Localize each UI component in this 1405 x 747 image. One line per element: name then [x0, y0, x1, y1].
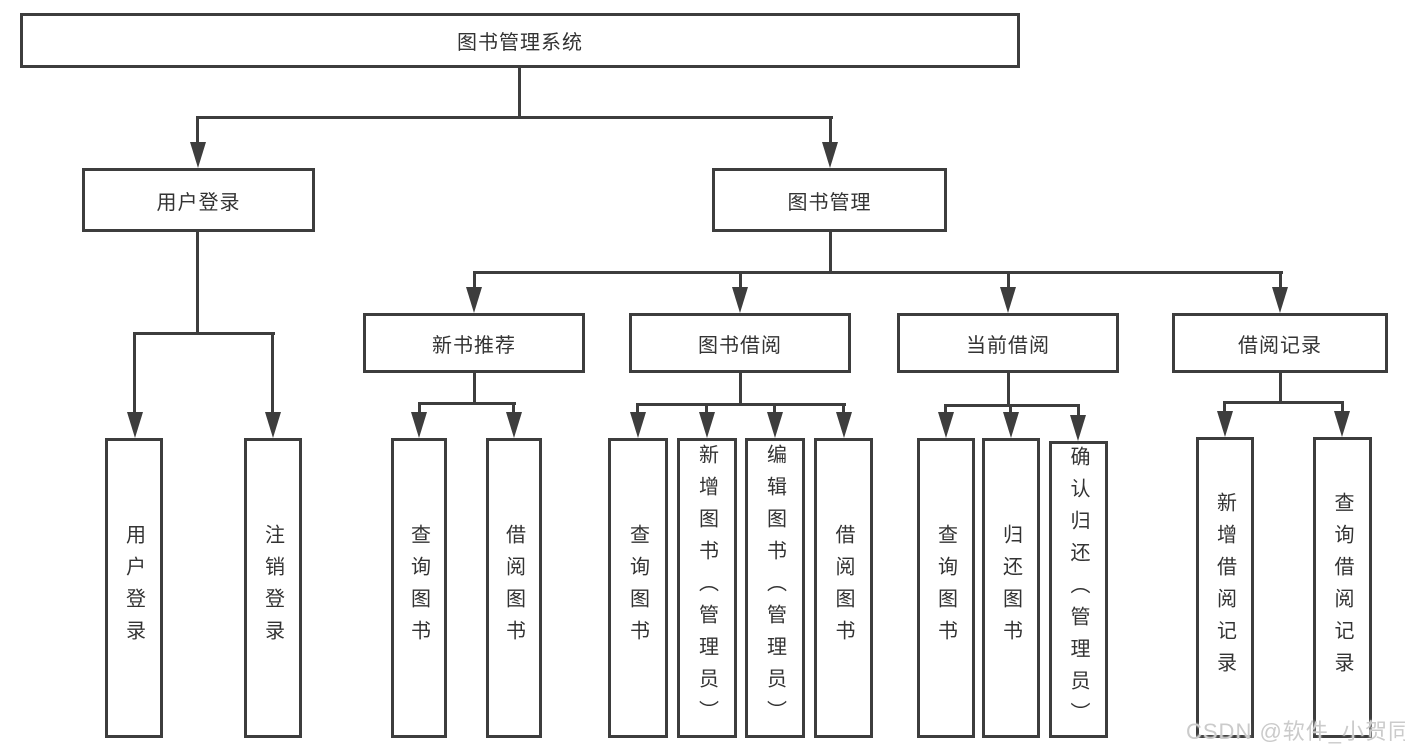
- connector-book-management-drop: [829, 232, 832, 274]
- connector-records-drop-2: [1341, 401, 1344, 413]
- connector-level2-drop-right: [829, 116, 832, 146]
- connector-user-login-drop-1: [133, 332, 136, 414]
- connector-level3-drop-1: [473, 271, 476, 289]
- csdn-watermark: CSDN @软件_小贺同学: [1186, 719, 1405, 744]
- connector-current-drop-2: [1009, 404, 1012, 414]
- connector-recommend-drop: [473, 373, 476, 405]
- node-library-management-system: 图书管理系统: [20, 13, 1020, 68]
- connector-level3-drop-4: [1279, 271, 1282, 289]
- leaf-recommend-query-books: 查询图书: [391, 438, 447, 738]
- node-borrow-records: 借阅记录: [1172, 313, 1388, 373]
- node-book-borrow: 图书借阅: [629, 313, 851, 373]
- leaf-current-return-books: 归还图书: [982, 438, 1040, 738]
- connector-borrow-hline: [636, 403, 846, 406]
- connector-current-drop-1: [944, 404, 947, 414]
- leaf-logout: 注销登录: [244, 438, 302, 738]
- node-user-login: 用户登录: [82, 168, 315, 232]
- leaf-records-add-record: 新增借阅记录: [1196, 437, 1254, 738]
- arrowhead-to-borrow-records: [1272, 287, 1288, 313]
- leaf-current-query-books: 查询图书: [917, 438, 975, 738]
- arrowhead-to-login-leaf: [127, 412, 143, 438]
- connector-level2-drop-left: [196, 116, 199, 146]
- connector-current-drop-3: [1077, 404, 1080, 417]
- leaf-records-query-record: 查询借阅记录: [1313, 437, 1372, 738]
- arrowhead-recommend-borrow: [506, 412, 522, 438]
- connector-borrow-drop-1: [636, 403, 639, 414]
- node-book-management: 图书管理: [712, 168, 947, 232]
- arrowhead-current-confirm: [1070, 415, 1086, 441]
- connector-recommend-hline: [418, 402, 516, 405]
- leaf-borrow-add-books-admin: 新增图书（管理员）: [677, 438, 737, 738]
- leaf-recommend-borrow-books: 借阅图书: [486, 438, 542, 738]
- connector-level2-hline: [196, 116, 833, 119]
- arrowhead-borrow-borrow: [836, 412, 852, 438]
- connector-user-login-drop: [196, 232, 199, 335]
- arrowhead-to-logout-leaf: [265, 412, 281, 438]
- leaf-current-confirm-return-admin: 确认归还（管理员）: [1049, 441, 1108, 738]
- connector-level3-drop-2: [739, 271, 742, 289]
- arrowhead-to-book-borrow: [732, 287, 748, 313]
- leaf-borrow-query-books: 查询图书: [608, 438, 668, 738]
- leaf-borrow-borrow-books: 借阅图书: [814, 438, 873, 738]
- arrowhead-to-user-login: [190, 142, 206, 168]
- connector-level3-hline: [473, 271, 1283, 274]
- arrowhead-to-current-borrow: [1000, 287, 1016, 313]
- connector-borrow-drop: [739, 373, 742, 406]
- leaf-borrow-edit-books-admin: 编辑图书（管理员）: [745, 438, 805, 738]
- arrowhead-recommend-query: [411, 412, 427, 438]
- connector-current-hline: [944, 404, 1080, 407]
- connector-records-drop: [1279, 373, 1282, 404]
- arrowhead-current-query: [938, 412, 954, 438]
- connector-recommend-drop-1: [418, 402, 421, 414]
- connector-recommend-drop-2: [512, 402, 515, 414]
- connector-root-drop: [518, 68, 521, 119]
- connector-user-login-hline: [133, 332, 275, 335]
- arrowhead-records-query: [1334, 411, 1350, 437]
- connector-current-drop: [1007, 373, 1010, 407]
- arrowhead-current-return: [1003, 412, 1019, 438]
- node-current-borrow: 当前借阅: [897, 313, 1119, 373]
- arrowhead-borrow-query: [630, 412, 646, 438]
- connector-records-hline: [1224, 401, 1344, 404]
- arrowhead-to-book-management: [822, 142, 838, 168]
- connector-borrow-drop-4: [842, 403, 845, 414]
- connector-user-login-drop-2: [271, 332, 274, 414]
- leaf-user-login: 用户登录: [105, 438, 163, 738]
- connector-borrow-drop-3: [773, 403, 776, 414]
- arrowhead-borrow-edit: [767, 412, 783, 438]
- arrowhead-to-new-book-recommend: [466, 287, 482, 313]
- arrowhead-records-add: [1217, 411, 1233, 437]
- arrowhead-borrow-add: [699, 412, 715, 438]
- node-new-book-recommend: 新书推荐: [363, 313, 585, 373]
- connector-level3-drop-3: [1007, 271, 1010, 289]
- connector-records-drop-1: [1223, 401, 1226, 413]
- connector-borrow-drop-2: [705, 403, 708, 414]
